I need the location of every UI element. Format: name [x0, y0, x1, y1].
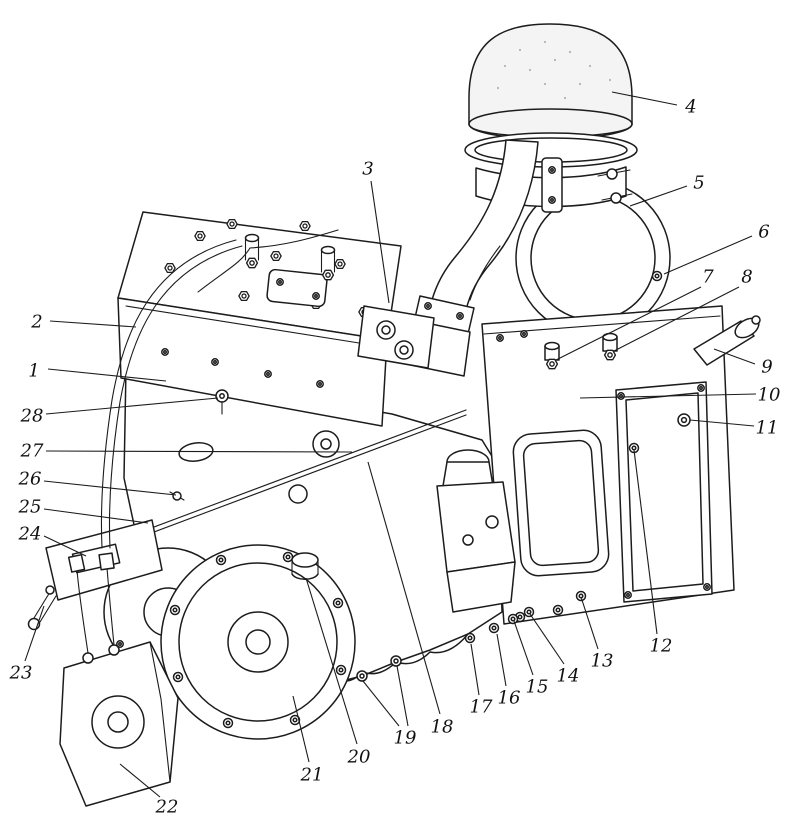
callout-label-15: 15 [526, 677, 549, 698]
callout-leader-25 [43, 508, 149, 524]
callout-label-12: 12 [650, 636, 673, 657]
injection-pump [436, 449, 535, 644]
fuel-injector [244, 233, 260, 269]
housing-stud [544, 341, 560, 370]
callout-leader-12 [633, 449, 658, 635]
callout-leader-3 [370, 180, 390, 304]
callout-leader-9 [713, 348, 756, 365]
callout-label-7: 7 [702, 267, 714, 288]
magneto [59, 552, 179, 807]
crank-pin [27, 585, 57, 631]
callout-leader-4 [611, 91, 678, 106]
callout-leader-5 [629, 185, 688, 207]
callout-label-16: 16 [498, 688, 521, 709]
callout-leader-1 [47, 368, 167, 382]
callout-leader-6 [663, 235, 753, 275]
callout-label-4: 4 [684, 97, 696, 118]
callout-label-14: 14 [557, 666, 580, 687]
callout-label-19: 19 [394, 728, 417, 749]
callout-leader-15 [513, 620, 534, 676]
callout-label-2: 2 [30, 312, 42, 333]
callout-leader-19 [362, 680, 400, 727]
reduction-gear-cover [103, 544, 356, 740]
callout-leader-22 [119, 763, 161, 798]
callout-label-28: 28 [20, 406, 44, 427]
overflow-pipe [100, 239, 243, 549]
callout-leader-24 [43, 535, 87, 557]
callout-leader-26 [43, 480, 177, 496]
callout-leader-16 [496, 633, 507, 687]
callout-leader-17 [470, 643, 480, 696]
callout-leader-27 [45, 450, 353, 453]
callout-label-25: 25 [18, 497, 42, 518]
callout-leader-20 [305, 577, 358, 745]
callout-label-20: 20 [347, 747, 371, 768]
callout-label-23: 23 [9, 663, 33, 684]
valve-cover [117, 211, 402, 504]
callout-leader-10 [579, 393, 757, 399]
callout-leader-13 [580, 596, 599, 650]
callout-leader-2 [49, 320, 137, 328]
callout-leader-18 [367, 461, 441, 715]
control-rod [97, 409, 467, 554]
callout-leader-11 [689, 419, 755, 427]
callout-leader-19 [396, 665, 409, 727]
fuel-filter [357, 305, 435, 369]
gearbox-filler-cap [291, 552, 319, 580]
callout-leader-8 [613, 286, 740, 352]
callout-label-17: 17 [470, 697, 493, 718]
callout-label-22: 22 [155, 797, 179, 818]
callout-label-18: 18 [431, 717, 454, 738]
callout-label-13: 13 [591, 651, 614, 672]
clamp-screw [597, 168, 633, 204]
callout-label-3: 3 [362, 159, 373, 180]
head-fitting [215, 389, 229, 415]
inspection-cover [512, 429, 610, 577]
callout-leader-7 [555, 286, 702, 361]
callout-leader-14 [529, 613, 565, 665]
callout-leader-28 [45, 397, 219, 415]
air-cleaner [464, 23, 671, 336]
callout-label-8: 8 [741, 267, 752, 288]
oil-filler [693, 315, 761, 366]
callout-label-21: 21 [300, 765, 324, 786]
fuel-injector [320, 245, 336, 281]
callout-label-24: 24 [18, 524, 42, 545]
dome-stipple [496, 40, 612, 100]
side-panel [615, 381, 713, 603]
callout-label-9: 9 [761, 357, 772, 378]
housing-stud [602, 332, 618, 361]
callout-label-27: 27 [20, 441, 44, 462]
callout-leader-23 [24, 605, 45, 662]
callout-leader-21 [292, 695, 310, 763]
callout-label-5: 5 [693, 173, 704, 194]
callout-label-1: 1 [28, 361, 39, 382]
callout-label-11: 11 [756, 418, 779, 439]
callout-label-10: 10 [758, 385, 781, 406]
clutch-housing [481, 305, 735, 625]
callout-label-26: 26 [18, 469, 42, 490]
callout-label-6: 6 [758, 222, 769, 243]
